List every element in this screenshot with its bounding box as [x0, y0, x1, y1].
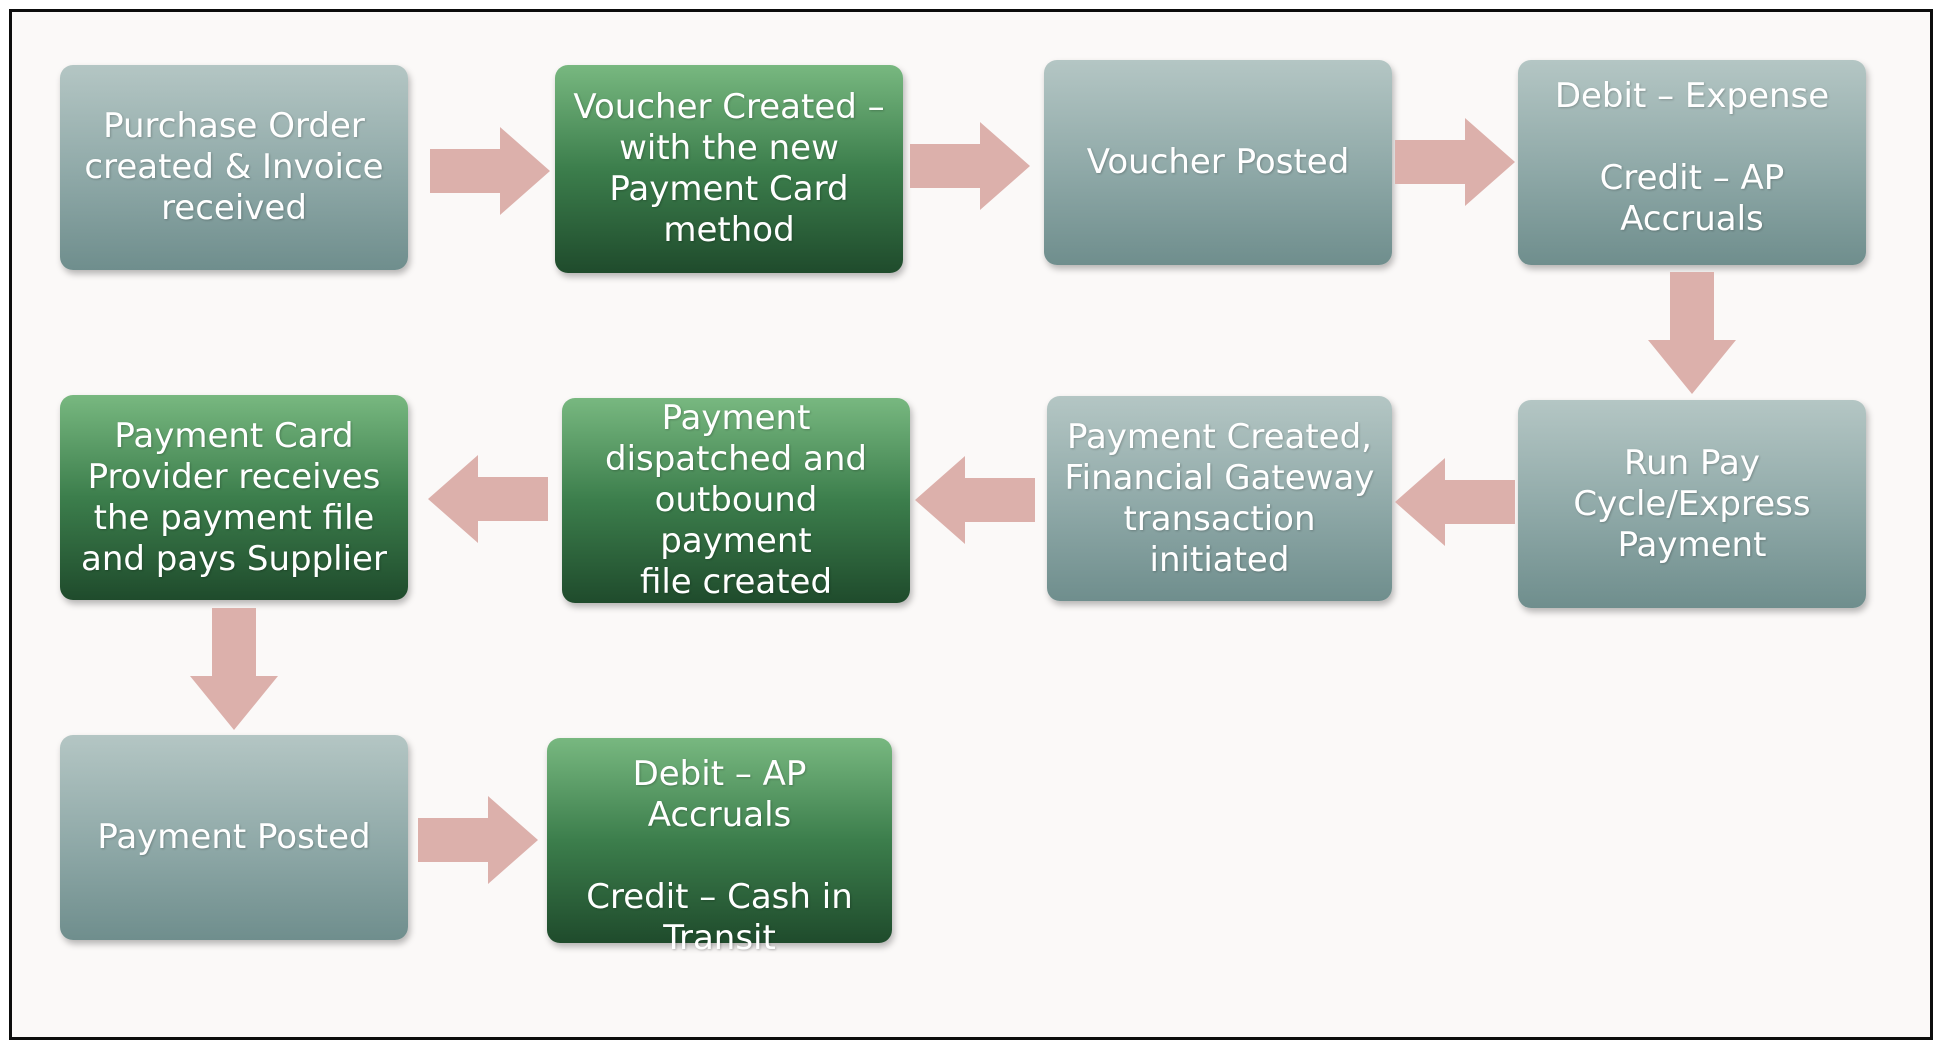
step-purchase-order: Purchase Order created & Invoice receive… [60, 65, 408, 270]
step-payment-created: Payment Created, Financial Gateway trans… [1047, 396, 1392, 601]
step-debit-ap-accruals: Debit – AP Accruals Credit – Cash in Tra… [547, 738, 892, 958]
step-voucher-created: Voucher Created – with the new Payment C… [555, 65, 903, 273]
step-voucher-posted: Voucher Posted [1044, 60, 1392, 265]
arrow-down-icon [190, 608, 278, 730]
step-payment-dispatched: Payment dispatched and outbound payment … [562, 398, 910, 603]
arrow-right-icon [1395, 118, 1515, 206]
arrow-right-icon [418, 796, 538, 884]
arrow-left-icon [915, 456, 1035, 544]
arrow-right-icon [430, 127, 550, 215]
arrow-left-icon [428, 455, 548, 543]
arrow-down-icon [1648, 272, 1736, 394]
arrow-left-icon [1395, 458, 1515, 546]
step-debit-expense: Debit – Expense Credit – AP Accruals [1518, 60, 1866, 265]
step-payment-posted: Payment Posted [60, 735, 408, 940]
arrow-right-icon [910, 122, 1030, 210]
step-card-provider: Payment Card Provider receives the payme… [60, 395, 408, 600]
step-run-pay-cycle: Run Pay Cycle/Express Payment [1518, 400, 1866, 608]
